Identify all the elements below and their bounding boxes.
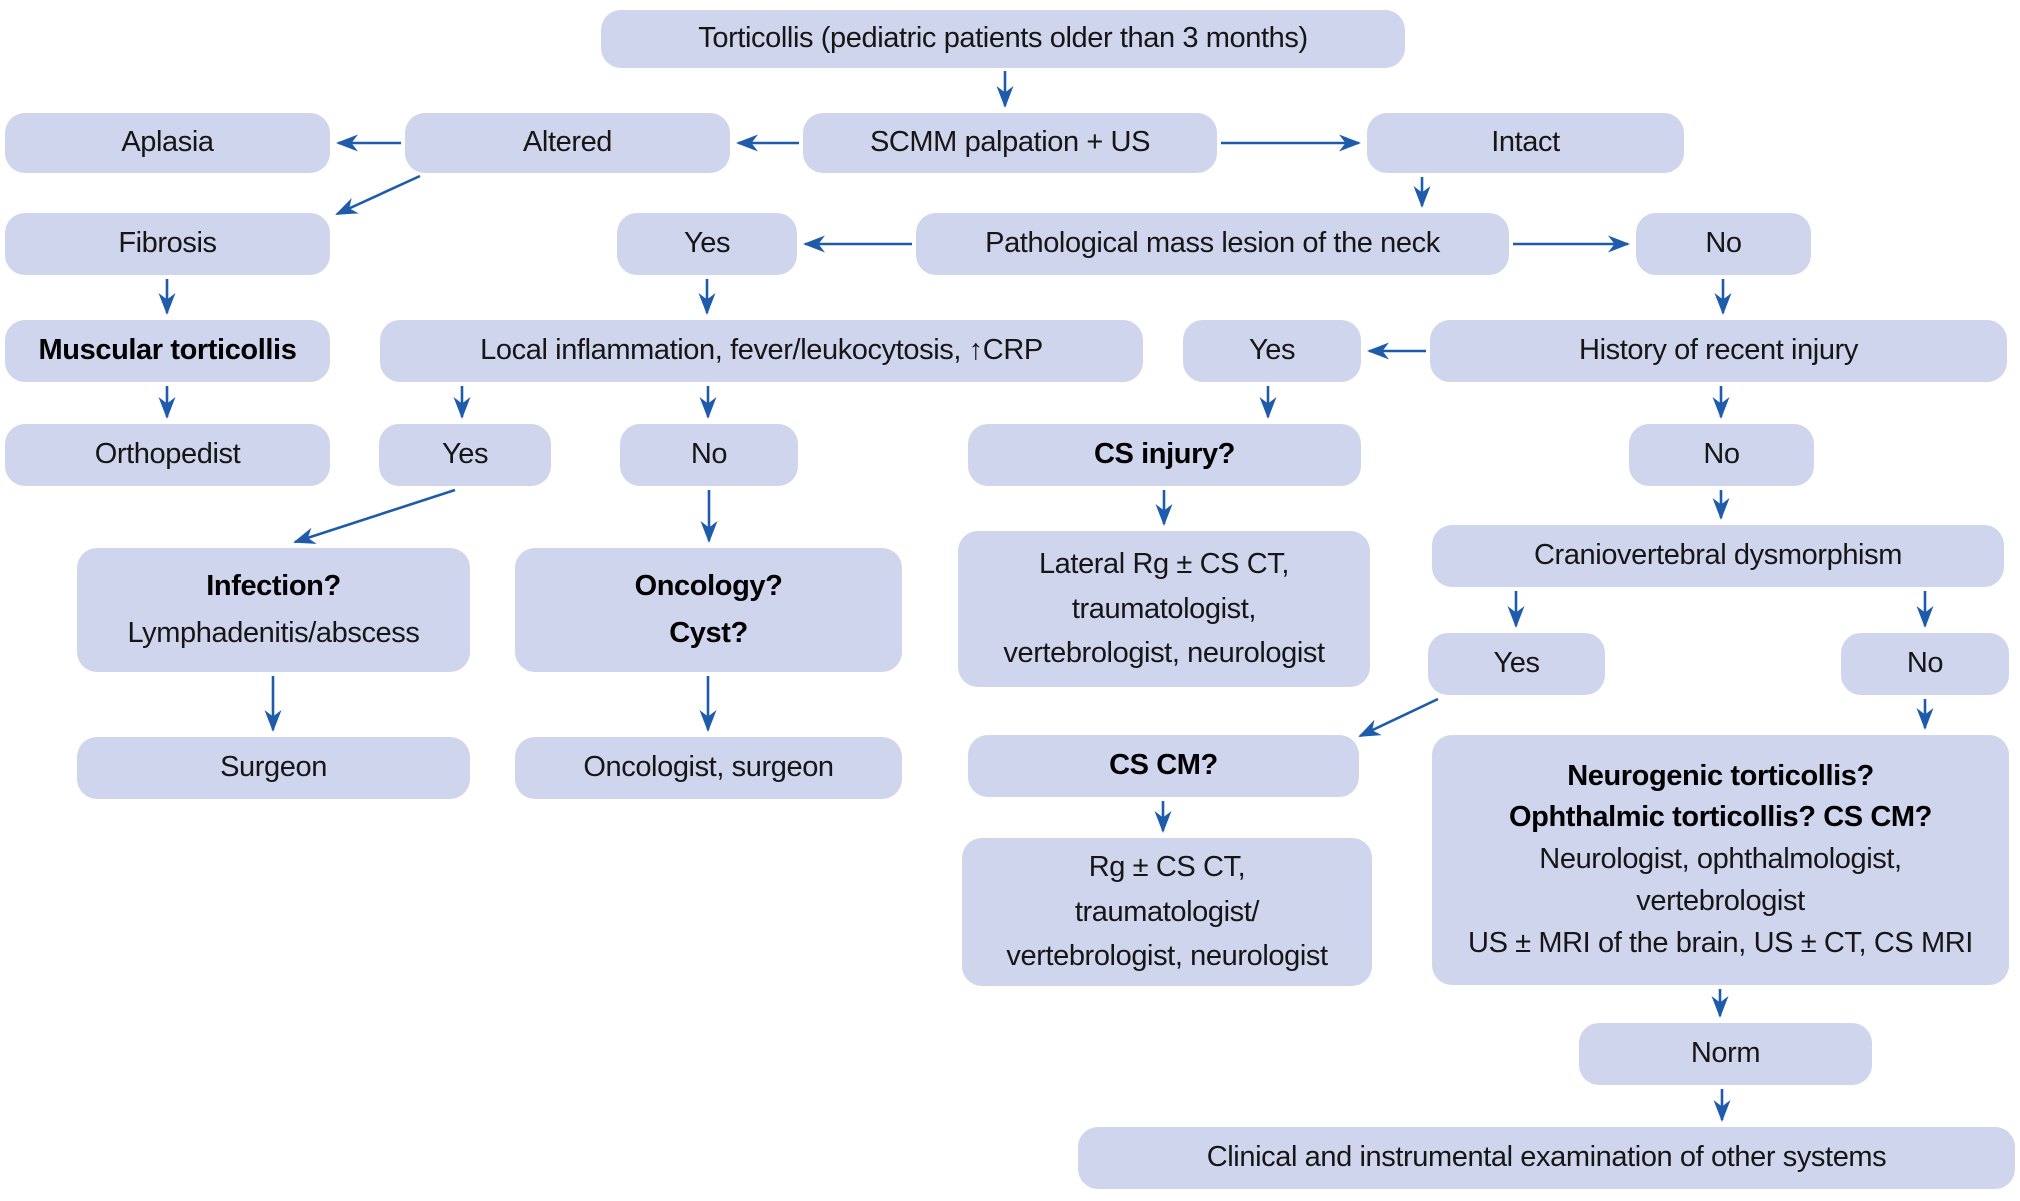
node-aplasia-label: Aplasia [121,126,214,159]
node-surgeon: Surgeon [77,737,470,799]
node-lateral-rg-cs-ct: Lateral Rg ± CS CT, traumatologist, vert… [958,531,1370,687]
node-neurogenic-ophthalmic: Neurogenic torticollis? Ophthalmic torti… [1432,735,2009,985]
node-lateral-rg-line3: vertebrologist, neurologist [1003,637,1325,670]
node-lateral-rg-line2: traumatologist, [1071,592,1257,625]
node-yes-injury-label: Yes [1248,334,1296,367]
node-no-mass-label: No [1705,227,1742,260]
node-intact: Intact [1367,113,1684,173]
node-cs-injury: CS injury? [968,424,1361,486]
node-yes-dysmorphism: Yes [1428,633,1605,695]
node-intact-label: Intact [1491,126,1560,159]
node-rg-cs-ct-line2: traumatologist/ [1074,895,1260,928]
node-infection: Infection? Lymphadenitis/abscess [77,548,470,672]
node-surgeon-label: Surgeon [220,751,327,784]
node-yes-mass-lesion: Yes [617,213,797,275]
node-history-recent-injury: History of recent injury [1430,320,2007,382]
node-neurogenic-line5: US ± MRI of the brain, US ± CT, CS MRI [1468,926,1973,959]
node-history-label: History of recent injury [1579,334,1858,367]
node-orthopedist: Orthopedist [5,424,330,486]
node-muscular-label: Muscular torticollis [38,334,297,367]
node-no-injury-label: No [1703,438,1740,471]
node-neurogenic-line3: Neurologist, ophthalmologist, [1539,843,1902,876]
node-aplasia: Aplasia [5,113,330,173]
node-altered-label: Altered [522,126,613,159]
arrow-yes-to-cs-cm [1358,697,1439,738]
node-oncology-line2: Cyst? [669,617,748,649]
node-rg-cs-ct: Rg ± CS CT, traumatologist/ vertebrologi… [962,838,1372,986]
node-muscular-torticollis: Muscular torticollis [5,320,330,382]
node-altered: Altered [405,113,730,173]
node-fibrosis-label: Fibrosis [118,227,217,260]
node-no-inflammation-label: No [690,438,728,471]
node-neurogenic-line2: Ophthalmic torticollis? CS CM? [1508,801,1932,834]
node-local-label: Local inflammation, fever/leukocytosis, … [480,334,1043,367]
node-neurogenic-line4: vertebrologist [1636,884,1805,917]
node-cranio-label: Craniovertebral dysmorphism [1534,539,1902,572]
node-clinical-examination: Clinical and instrumental examination of… [1078,1127,2015,1189]
node-cs-cm-label: CS CM? [1109,749,1218,782]
node-infection-line2: Lymphadenitis/abscess [127,617,420,649]
node-rg-cs-ct-line3: vertebrologist, neurologist [1006,940,1328,973]
node-cs-injury-label: CS injury? [1093,438,1235,471]
node-fibrosis: Fibrosis [5,213,330,275]
node-rg-cs-ct-line1: Rg ± CS CT, [1088,850,1246,883]
node-yes-dysmorphism-label: Yes [1493,647,1540,680]
node-norm-label: Norm [1690,1037,1761,1070]
node-orthopedist-label: Orthopedist [94,438,241,471]
node-neurogenic-line1: Neurogenic torticollis? [1567,759,1874,792]
node-title: Torticollis (pediatric patients older th… [601,10,1405,68]
node-no-dysmorphism-label: No [1906,647,1944,680]
node-local-inflammation: Local inflammation, fever/leukocytosis, … [380,320,1143,382]
node-norm: Norm [1579,1023,1872,1085]
node-oncology-cyst: Oncology? Cyst? [515,548,902,672]
node-scmm-palpation: SCMM palpation + US [803,113,1217,173]
node-clinical-label: Clinical and instrumental examination of… [1206,1141,1887,1174]
node-craniovertebral-dysmorphism: Craniovertebral dysmorphism [1432,525,2004,587]
node-oncologist-label: Oncologist, surgeon [583,751,834,784]
node-oncologist-surgeon: Oncologist, surgeon [515,737,902,799]
node-infection-line1: Infection? [206,570,341,603]
node-yes-mass-label: Yes [683,227,731,260]
node-no-inflammation: No [620,424,798,486]
arrow-altered-to-fibrosis [335,174,421,216]
node-oncology-line1: Oncology? [634,570,783,603]
node-pathological-label: Pathological mass lesion of the neck [985,227,1440,260]
node-no-mass-lesion: No [1636,213,1811,275]
node-yes-inflammation: Yes [379,424,551,486]
arrow-yes-to-infection [293,488,456,544]
node-yes-inflammation-label: Yes [441,438,489,471]
node-scmm-label: SCMM palpation + US [869,126,1151,159]
node-yes-recent-injury: Yes [1183,320,1361,382]
node-cs-cm: CS CM? [968,735,1359,797]
node-pathological-mass-lesion: Pathological mass lesion of the neck [916,213,1509,275]
node-lateral-rg-line1: Lateral Rg ± CS CT, [1038,547,1290,580]
node-no-recent-injury: No [1629,424,1814,486]
node-no-dysmorphism: No [1841,633,2009,695]
node-title-label: Torticollis (pediatric patients older th… [698,22,1308,55]
